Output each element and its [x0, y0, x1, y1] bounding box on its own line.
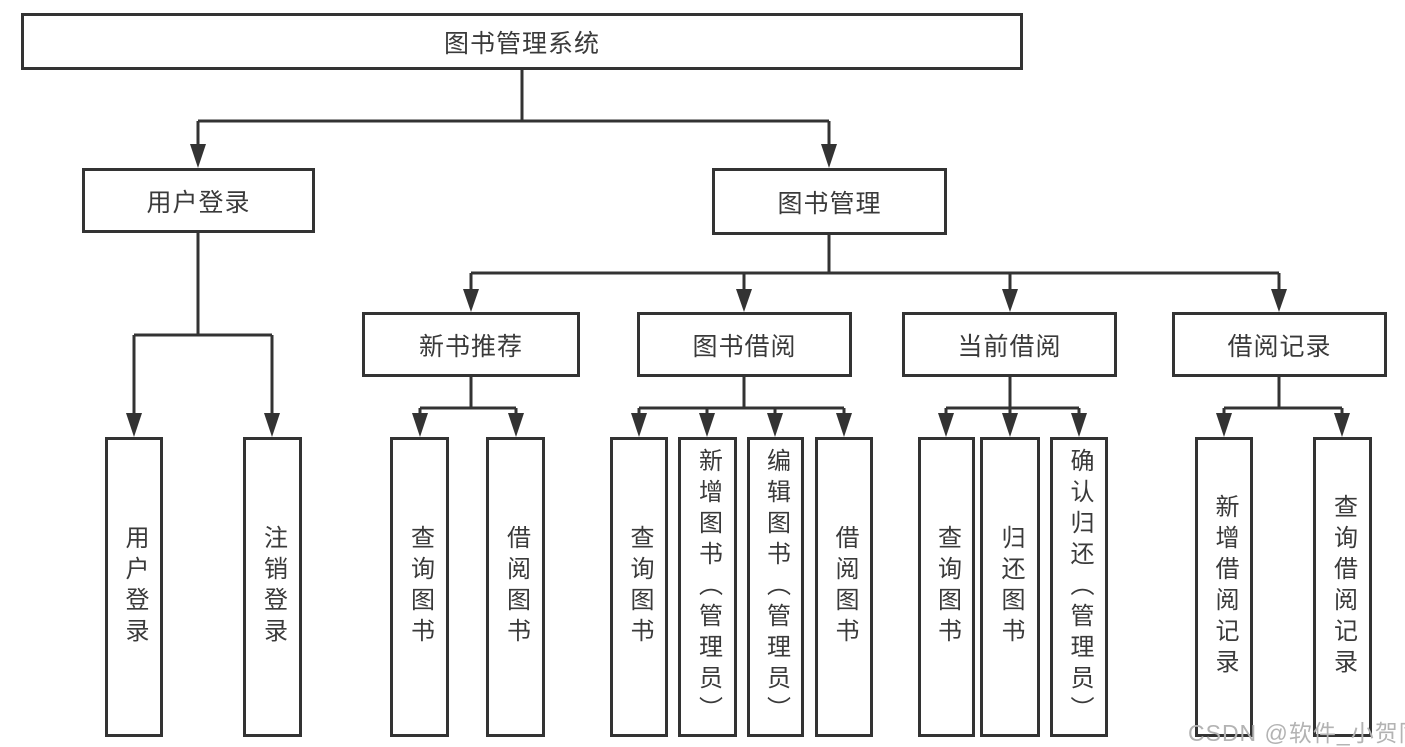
node-user-login: 用户登录: [82, 168, 315, 233]
root-to-level2-connector: [190, 70, 837, 168]
leaf-return-books-label: 归还图书: [997, 525, 1024, 649]
leaf-query-books-3-label: 查询图书: [933, 525, 961, 649]
leaf-borrow-books-1-label: 借阅图书: [502, 525, 530, 649]
book-borrowing-children-connector: [631, 377, 852, 437]
node-root-label: 图书管理系统: [443, 29, 600, 58]
leaf-logout-label: 注销登录: [259, 525, 287, 649]
current-borrowing-children-connector: [938, 377, 1087, 437]
leaf-query-books-2-label: 查询图书: [626, 525, 653, 649]
node-user-login-label: 用户登录: [146, 188, 251, 217]
leaf-add-books: 新增图书（管理员）: [678, 437, 737, 737]
node-borrowing-records: 借阅记录: [1172, 312, 1387, 377]
leaf-edit-books: 编辑图书（管理员）: [747, 437, 804, 737]
leaf-confirm-return-label: 确认归还（管理员）: [1066, 447, 1093, 727]
borrowing-records-children-connector: [1216, 377, 1350, 437]
node-borrowing-records-label: 借阅记录: [1227, 332, 1332, 361]
node-book-management: 图书管理: [712, 168, 947, 235]
node-new-book-recommend-label: 新书推荐: [418, 332, 523, 361]
node-current-borrowing: 当前借阅: [902, 312, 1117, 377]
node-new-book-recommend: 新书推荐: [362, 312, 580, 377]
node-book-borrowing: 图书借阅: [637, 312, 852, 377]
leaf-borrow-books-2-label: 借阅图书: [831, 525, 858, 649]
book-management-children-connector: [463, 235, 1287, 312]
leaf-add-borrow-record: 新增借阅记录: [1195, 437, 1253, 737]
csdn-watermark: CSDN @软件_小贺同学: [1188, 720, 1405, 746]
leaf-add-books-label: 新增图书（管理员）: [694, 447, 722, 727]
leaf-query-books-1-label: 查询图书: [406, 525, 434, 649]
leaf-add-borrow-record-label: 新增借阅记录: [1211, 494, 1238, 680]
leaf-user-login-label: 用户登录: [121, 525, 148, 649]
node-current-borrowing-label: 当前借阅: [957, 332, 1062, 361]
leaf-query-borrow-record: 查询借阅记录: [1313, 437, 1372, 737]
leaf-user-login: 用户登录: [105, 437, 163, 737]
leaf-query-books-1: 查询图书: [390, 437, 449, 737]
node-root: 图书管理系统: [21, 13, 1023, 70]
leaf-borrow-books-2: 借阅图书: [815, 437, 873, 737]
leaf-confirm-return: 确认归还（管理员）: [1050, 437, 1108, 737]
leaf-return-books: 归还图书: [980, 437, 1040, 737]
leaf-logout: 注销登录: [243, 437, 302, 737]
leaf-query-books-2: 查询图书: [610, 437, 668, 737]
leaf-edit-books-label: 编辑图书（管理员）: [762, 447, 790, 727]
node-book-management-label: 图书管理: [777, 189, 882, 218]
user-login-children-connector: [126, 233, 280, 437]
new-book-recommend-children-connector: [412, 377, 524, 437]
leaf-query-books-3: 查询图书: [918, 437, 975, 737]
leaf-borrow-books-1: 借阅图书: [486, 437, 545, 737]
node-book-borrowing-label: 图书借阅: [692, 332, 797, 361]
leaf-query-borrow-record-label: 查询借阅记录: [1329, 494, 1357, 680]
